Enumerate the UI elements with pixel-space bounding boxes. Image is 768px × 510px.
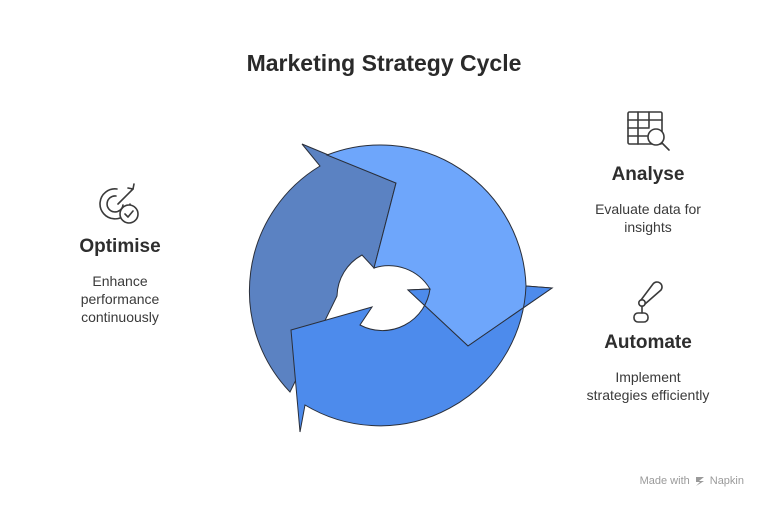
automate-arrow (290, 285, 554, 433)
table-search-icon (627, 111, 670, 151)
target-check-icon (99, 183, 139, 224)
step-heading: Automate (604, 332, 692, 353)
joystick-icon (633, 281, 663, 323)
step-optimise: Optimise Enhance performance continuousl… (40, 180, 200, 326)
step-automate: Automate Implement strategies efficientl… (568, 276, 728, 404)
step-description: Enhance performance continuously (80, 273, 160, 325)
optimise-arrow (248, 143, 397, 393)
napkin-logo-icon (695, 477, 704, 486)
step-description: Implement strategies efficiently (586, 369, 710, 403)
credit-prefix: Made with (639, 475, 690, 487)
credit-brand: Napkin (709, 475, 744, 487)
napkin-credit[interactable]: Made with Napkin (640, 475, 744, 487)
analyse-arrow (325, 144, 554, 347)
step-analyse: Analyse Evaluate data for insights (568, 108, 728, 236)
step-description: Evaluate data for insights (595, 201, 701, 235)
step-heading: Analyse (611, 164, 685, 185)
step-heading: Optimise (79, 236, 161, 257)
diagram-title: Marketing Strategy Cycle (246, 50, 522, 76)
